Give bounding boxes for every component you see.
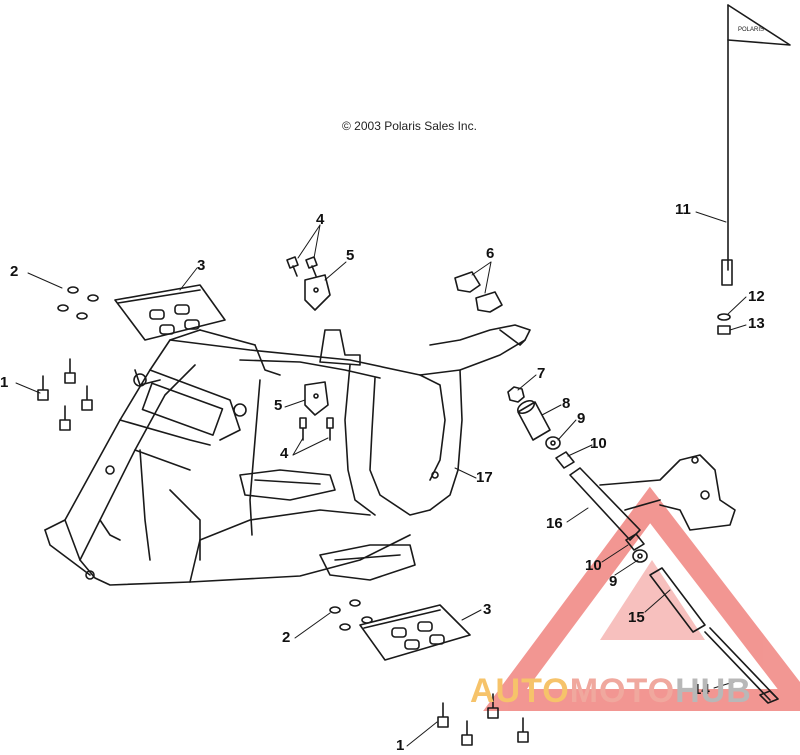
callout-5-mid: 5 xyxy=(274,397,283,414)
callout-14: 14 xyxy=(693,681,710,698)
nut-13 xyxy=(717,325,731,335)
callout-15: 15 xyxy=(628,609,645,626)
callout-8: 8 xyxy=(562,395,571,412)
washers-2-bottom xyxy=(329,599,373,631)
bolts-1-top xyxy=(37,358,93,431)
callout-5-top: 5 xyxy=(346,247,355,264)
callout-12: 12 xyxy=(748,288,765,305)
leader-lines xyxy=(15,211,747,747)
bushing-10-top xyxy=(555,451,575,469)
washers-2-top xyxy=(57,286,99,320)
callout-10-bottom: 10 xyxy=(585,557,602,574)
callout-17: 17 xyxy=(476,469,493,486)
callout-10-top: 10 xyxy=(590,435,607,452)
bolts-4-mid xyxy=(299,417,334,441)
bushing-8 xyxy=(517,399,551,441)
steering-post-16 xyxy=(569,454,736,541)
whip-flag-11 xyxy=(721,4,791,286)
washer-9-bottom xyxy=(632,549,648,563)
callout-1-top: 1 xyxy=(0,374,9,391)
plate-3-bottom xyxy=(359,604,471,661)
callout-3-top: 3 xyxy=(197,257,206,274)
callout-9-top: 9 xyxy=(577,410,586,427)
washer-9-top xyxy=(545,436,561,450)
callout-3-bottom: 3 xyxy=(483,601,492,618)
bolts-1-bottom xyxy=(437,693,529,746)
callout-4-top: 4 xyxy=(316,211,325,228)
plate-3-top xyxy=(114,284,226,341)
watermark-part-moto: MOTO xyxy=(569,672,676,710)
callout-7: 7 xyxy=(537,365,546,382)
washer-12 xyxy=(717,313,731,321)
bumpers-6 xyxy=(454,271,503,313)
copyright-notice: © 2003 Polaris Sales Inc. xyxy=(342,119,477,133)
watermark-part-auto: AUTO xyxy=(470,672,570,710)
nut-7 xyxy=(507,386,525,403)
callout-9-bottom: 9 xyxy=(609,573,618,590)
bracket-5-mid xyxy=(304,381,329,416)
callout-2-bottom: 2 xyxy=(282,629,291,646)
frame-17 xyxy=(44,324,531,586)
callout-16: 16 xyxy=(546,515,563,532)
flag-logo-text: POLARIS xyxy=(738,27,764,33)
tube-15 xyxy=(649,567,706,633)
callout-11: 11 xyxy=(675,201,691,218)
callout-1-bottom: 1 xyxy=(396,737,405,754)
callout-13: 13 xyxy=(748,315,765,332)
callout-6: 6 xyxy=(486,245,495,262)
bracket-5-top xyxy=(304,274,331,311)
callout-4-mid: 4 xyxy=(280,445,289,462)
watermark-part-hub: HUB xyxy=(675,672,752,710)
bushing-10-bottom xyxy=(625,533,645,551)
callout-2-top: 2 xyxy=(10,263,19,280)
watermark-brand-text: AUTOMOTOHUB xyxy=(470,672,752,711)
watermark-logo-icon xyxy=(483,486,800,711)
bolt-14 xyxy=(704,627,779,704)
bolts-4-top xyxy=(286,256,318,277)
